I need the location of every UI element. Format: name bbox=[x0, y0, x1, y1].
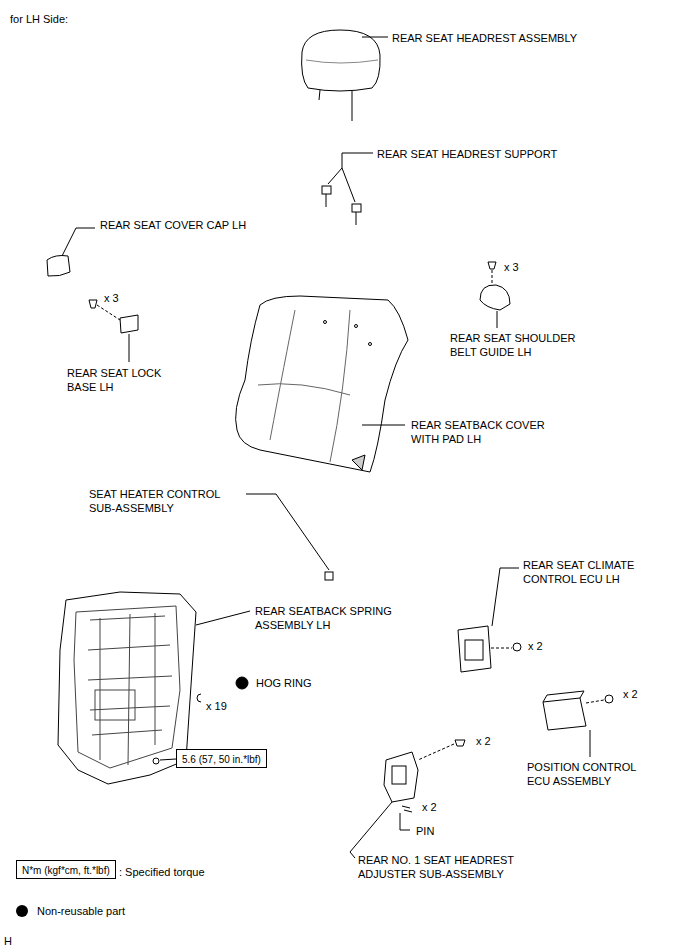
part-label: x 3 bbox=[504, 260, 519, 274]
part-label: SEAT HEATER CONTROL SUB-ASSEMBLY bbox=[89, 487, 244, 515]
part-label: REAR SEAT COVER CAP LH bbox=[100, 218, 246, 232]
headrest-support bbox=[322, 153, 373, 225]
part-label: REAR SEAT CLIMATE CONTROL ECU LH bbox=[523, 558, 663, 586]
part-label: x 2 bbox=[623, 687, 638, 701]
part-label: for LH Side: bbox=[10, 12, 68, 26]
part-label: REAR SEAT LOCK BASE LH bbox=[67, 366, 182, 394]
headrest bbox=[302, 30, 388, 121]
legend-text: Non-reusable part bbox=[37, 904, 125, 918]
part-label: REAR SEAT HEADREST ASSEMBLY bbox=[392, 31, 577, 45]
part-label: POSITION CONTROL ECU ASSEMBLY bbox=[527, 760, 657, 788]
part-label: HOG RING bbox=[256, 676, 312, 690]
part-label: x 2 bbox=[476, 734, 491, 748]
position-ecu bbox=[543, 691, 613, 757]
lock-base bbox=[89, 300, 138, 362]
hog-ring bbox=[197, 677, 248, 702]
part-label: x 3 bbox=[104, 291, 119, 305]
part-label: PIN bbox=[416, 824, 434, 838]
part-label: REAR NO. 1 SEAT HEADREST ADJUSTER SUB-AS… bbox=[358, 853, 548, 881]
cover-cap bbox=[47, 228, 95, 276]
part-label: REAR SEAT HEADREST SUPPORT bbox=[377, 147, 557, 161]
climate-ecu bbox=[458, 568, 521, 672]
torque-box: 5.6 (57, 50 in.*lbf) bbox=[176, 749, 267, 768]
legend-swatch bbox=[16, 905, 28, 917]
box-text: N*m (kgf*cm, ft.*lbf) bbox=[22, 865, 110, 876]
part-label: REAR SEAT SHOULDER BELT GUIDE LH bbox=[450, 331, 595, 359]
headrest-adjuster bbox=[350, 740, 465, 858]
seat-heater-control bbox=[246, 494, 333, 580]
seatback-cover bbox=[236, 296, 408, 472]
part-label: REAR SEATBACK COVER WITH PAD LH bbox=[411, 418, 566, 446]
part-label: H bbox=[4, 934, 12, 948]
torque-legend-box: N*m (kgf*cm, ft.*lbf) bbox=[16, 860, 116, 879]
legend-text: : Specified torque bbox=[119, 865, 205, 879]
part-label: REAR SEATBACK SPRING ASSEMBLY LH bbox=[255, 604, 415, 632]
part-label: x 2 bbox=[528, 639, 543, 653]
box-text: 5.6 (57, 50 in.*lbf) bbox=[182, 754, 261, 765]
part-label: x 19 bbox=[206, 699, 227, 713]
part-label: x 2 bbox=[422, 800, 437, 814]
